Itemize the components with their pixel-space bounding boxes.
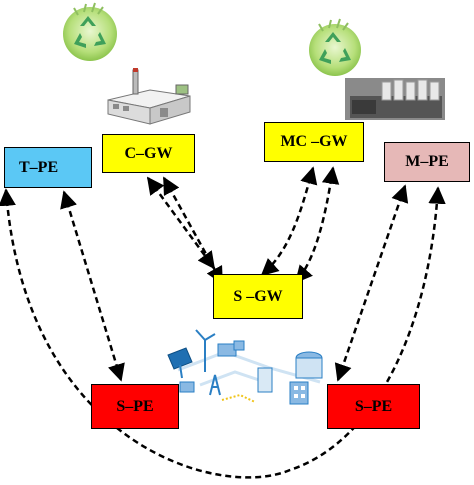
factory-icon: [107, 68, 191, 125]
s-pe-left-node: S–PE: [91, 384, 179, 429]
s-gw-node: S –GW: [213, 274, 303, 319]
t-pe-node: T–PE: [4, 147, 92, 188]
link-mcgw-sgw-b: [294, 166, 340, 284]
mc-gw-node: MC –GW: [264, 122, 364, 162]
recycle-globe-icon: [309, 18, 361, 76]
recycle-globe-icon: [63, 2, 117, 61]
server-rack-icon: [345, 78, 445, 120]
link-tpe-spe: [60, 190, 125, 382]
smart-grid-icon: [167, 329, 323, 405]
m-pe-node: M–PE: [384, 142, 470, 182]
link-cgw-sgw-a: [146, 176, 216, 270]
link-cgw-sgw-b: [162, 176, 224, 285]
connectors: [0, 166, 446, 479]
s-pe-right-node: S–PE: [327, 384, 420, 429]
c-gw-node: C–GW: [102, 134, 195, 173]
link-mcgw-sgw-a: [260, 166, 318, 277]
link-tpe-mpe-arc: [0, 186, 446, 479]
link-mpe-spe: [334, 184, 409, 382]
